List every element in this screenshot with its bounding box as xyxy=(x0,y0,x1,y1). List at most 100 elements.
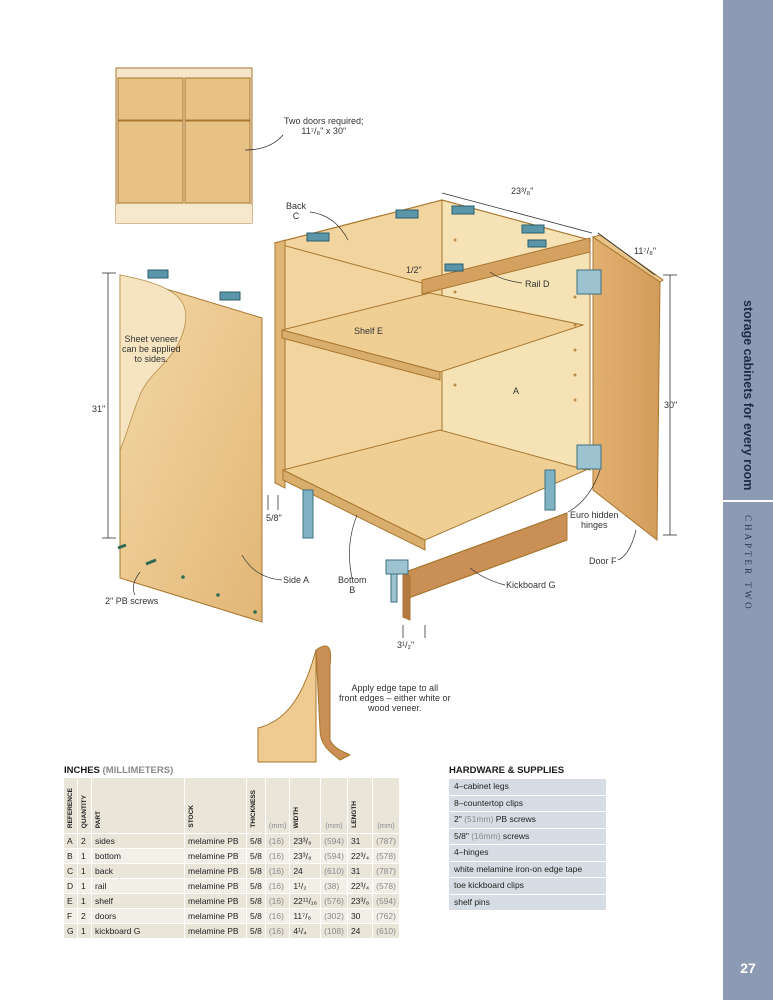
cell-width: 11⁷/₈ xyxy=(290,909,321,923)
cell-length: 31 xyxy=(347,834,373,848)
cell-thick: 5/8 xyxy=(247,879,265,893)
hw-text-pre: 5/8" xyxy=(454,830,472,841)
cell-stock: melamine PB xyxy=(185,834,246,848)
cell-qty: 2 xyxy=(78,834,91,848)
cell-length: 22³/₄ xyxy=(347,849,373,863)
door-f-label: Door F xyxy=(589,556,617,566)
callout-text: hinges xyxy=(581,520,608,530)
cell-thick-mm: (16) xyxy=(265,864,290,878)
cell-thick-mm: (16) xyxy=(265,834,290,848)
hw-text-mm: (16mm) xyxy=(471,830,501,841)
cell-thick-mm: (16) xyxy=(265,924,290,938)
cut-list-table: REFERENCE QUANTITY PART STOCK THICKNESS … xyxy=(63,777,400,939)
cell-qty: 1 xyxy=(78,849,91,863)
pb-screws-label: 2" PB screws xyxy=(105,596,159,606)
callout-text: front edges – either white or xyxy=(339,693,451,703)
half-inch-dimension: 1/2" xyxy=(406,265,422,275)
callout-text: Two doors required; xyxy=(284,116,364,126)
header-quantity: QUANTITY xyxy=(78,778,91,833)
cell-part: kickboard G xyxy=(92,924,184,938)
height-30-dimension: 30" xyxy=(664,400,678,410)
cell-width-mm: (610) xyxy=(321,864,347,878)
cell-width: 24 xyxy=(290,864,321,878)
cell-length: 30 xyxy=(347,909,373,923)
cell-ref: G xyxy=(64,924,77,938)
cell-width: 22¹¹/₁₆ xyxy=(290,894,321,908)
cell-stock: melamine PB xyxy=(185,864,246,878)
hw-text-post: PB screws xyxy=(493,814,536,824)
cell-ref: D xyxy=(64,879,77,893)
callout-text: to sides. xyxy=(134,354,169,364)
cell-length-mm: (787) xyxy=(373,834,399,848)
cell-thick-mm: (16) xyxy=(265,909,290,923)
chapter-number: CHAPTER TWO xyxy=(743,515,753,612)
edge-tape-illustration xyxy=(257,645,352,763)
list-item: 2" (51mm) PB screws xyxy=(449,812,606,828)
chapter-sidebar: storage cabinets for every room CHAPTER … xyxy=(723,0,773,1000)
hw-text-mm: (51mm) xyxy=(464,814,494,824)
cell-length-mm: (578) xyxy=(373,849,399,863)
callout-text: Apply edge tape to all xyxy=(351,683,439,693)
chapter-title: storage cabinets for every room xyxy=(741,300,755,491)
side-a-label: Side A xyxy=(283,575,310,585)
header-length-mm: (mm) xyxy=(373,778,399,833)
cell-part: bottom xyxy=(92,849,184,863)
width-dimension: 23³/₈" xyxy=(511,186,534,196)
bottom-b-label: Bottom B xyxy=(338,575,367,595)
cell-width-mm: (594) xyxy=(321,834,347,848)
header-part: PART xyxy=(92,778,184,833)
callout-text: C xyxy=(292,211,300,221)
callout-text: Sheet veneer xyxy=(124,334,179,344)
cell-stock: melamine PB xyxy=(185,909,246,923)
sidebar-divider xyxy=(723,500,773,502)
cell-width-mm: (302) xyxy=(321,909,347,923)
cell-thick: 5/8 xyxy=(247,834,265,848)
cell-stock: melamine PB xyxy=(185,924,246,938)
cell-thick-mm: (16) xyxy=(265,879,290,893)
header-width: WIDTH xyxy=(290,778,321,833)
list-item: white melamine iron-on edge tape xyxy=(449,861,606,877)
list-item: shelf pins xyxy=(449,894,606,910)
kickboard-g xyxy=(385,512,568,621)
callout-text: Bottom xyxy=(338,575,367,585)
cell-thick: 5/8 xyxy=(247,909,265,923)
cell-length-mm: (787) xyxy=(373,864,399,878)
sheet-veneer-note: Sheet veneer can be applied to sides. xyxy=(122,334,181,364)
callout-text: B xyxy=(349,585,356,595)
title-millimeters: (MILLIMETERS) xyxy=(102,765,174,776)
cell-width-mm: (108) xyxy=(321,924,347,938)
cell-thick: 5/8 xyxy=(247,864,265,878)
page-number: 27 xyxy=(740,960,756,976)
height-31-dimension: 31" xyxy=(92,404,106,414)
header-stock: STOCK xyxy=(185,778,246,833)
cell-width-mm: (576) xyxy=(321,894,347,908)
cell-qty: 1 xyxy=(78,864,91,878)
euro-hinges-label: Euro hidden hinges xyxy=(570,510,619,530)
cell-ref: B xyxy=(64,849,77,863)
cell-length-mm: (610) xyxy=(373,924,399,938)
cell-ref: C xyxy=(64,864,77,878)
depth-dimension: 11⁷/₈" xyxy=(634,246,657,256)
header-reference: REFERENCE xyxy=(64,778,77,833)
cell-stock: melamine PB xyxy=(185,849,246,863)
door-f xyxy=(576,234,664,542)
header-length: LENGTH xyxy=(347,778,373,833)
cell-part: rail xyxy=(92,879,184,893)
hw-text-post: screws xyxy=(500,830,530,841)
cell-thick-mm: (16) xyxy=(265,849,290,863)
list-item: 5/8" (16mm) screws xyxy=(449,828,606,844)
cell-width: 4¹/₄ xyxy=(290,924,321,938)
cell-part: back xyxy=(92,864,184,878)
rail-d-label: Rail D xyxy=(525,279,550,289)
front-view-thumbnail xyxy=(115,67,253,224)
cell-width-mm: (594) xyxy=(321,849,347,863)
list-item: 4–hinges xyxy=(449,845,606,861)
five-eighths-dimension: 5/8" xyxy=(266,513,282,523)
cell-qty: 1 xyxy=(78,894,91,908)
cell-stock: melamine PB xyxy=(185,894,246,908)
